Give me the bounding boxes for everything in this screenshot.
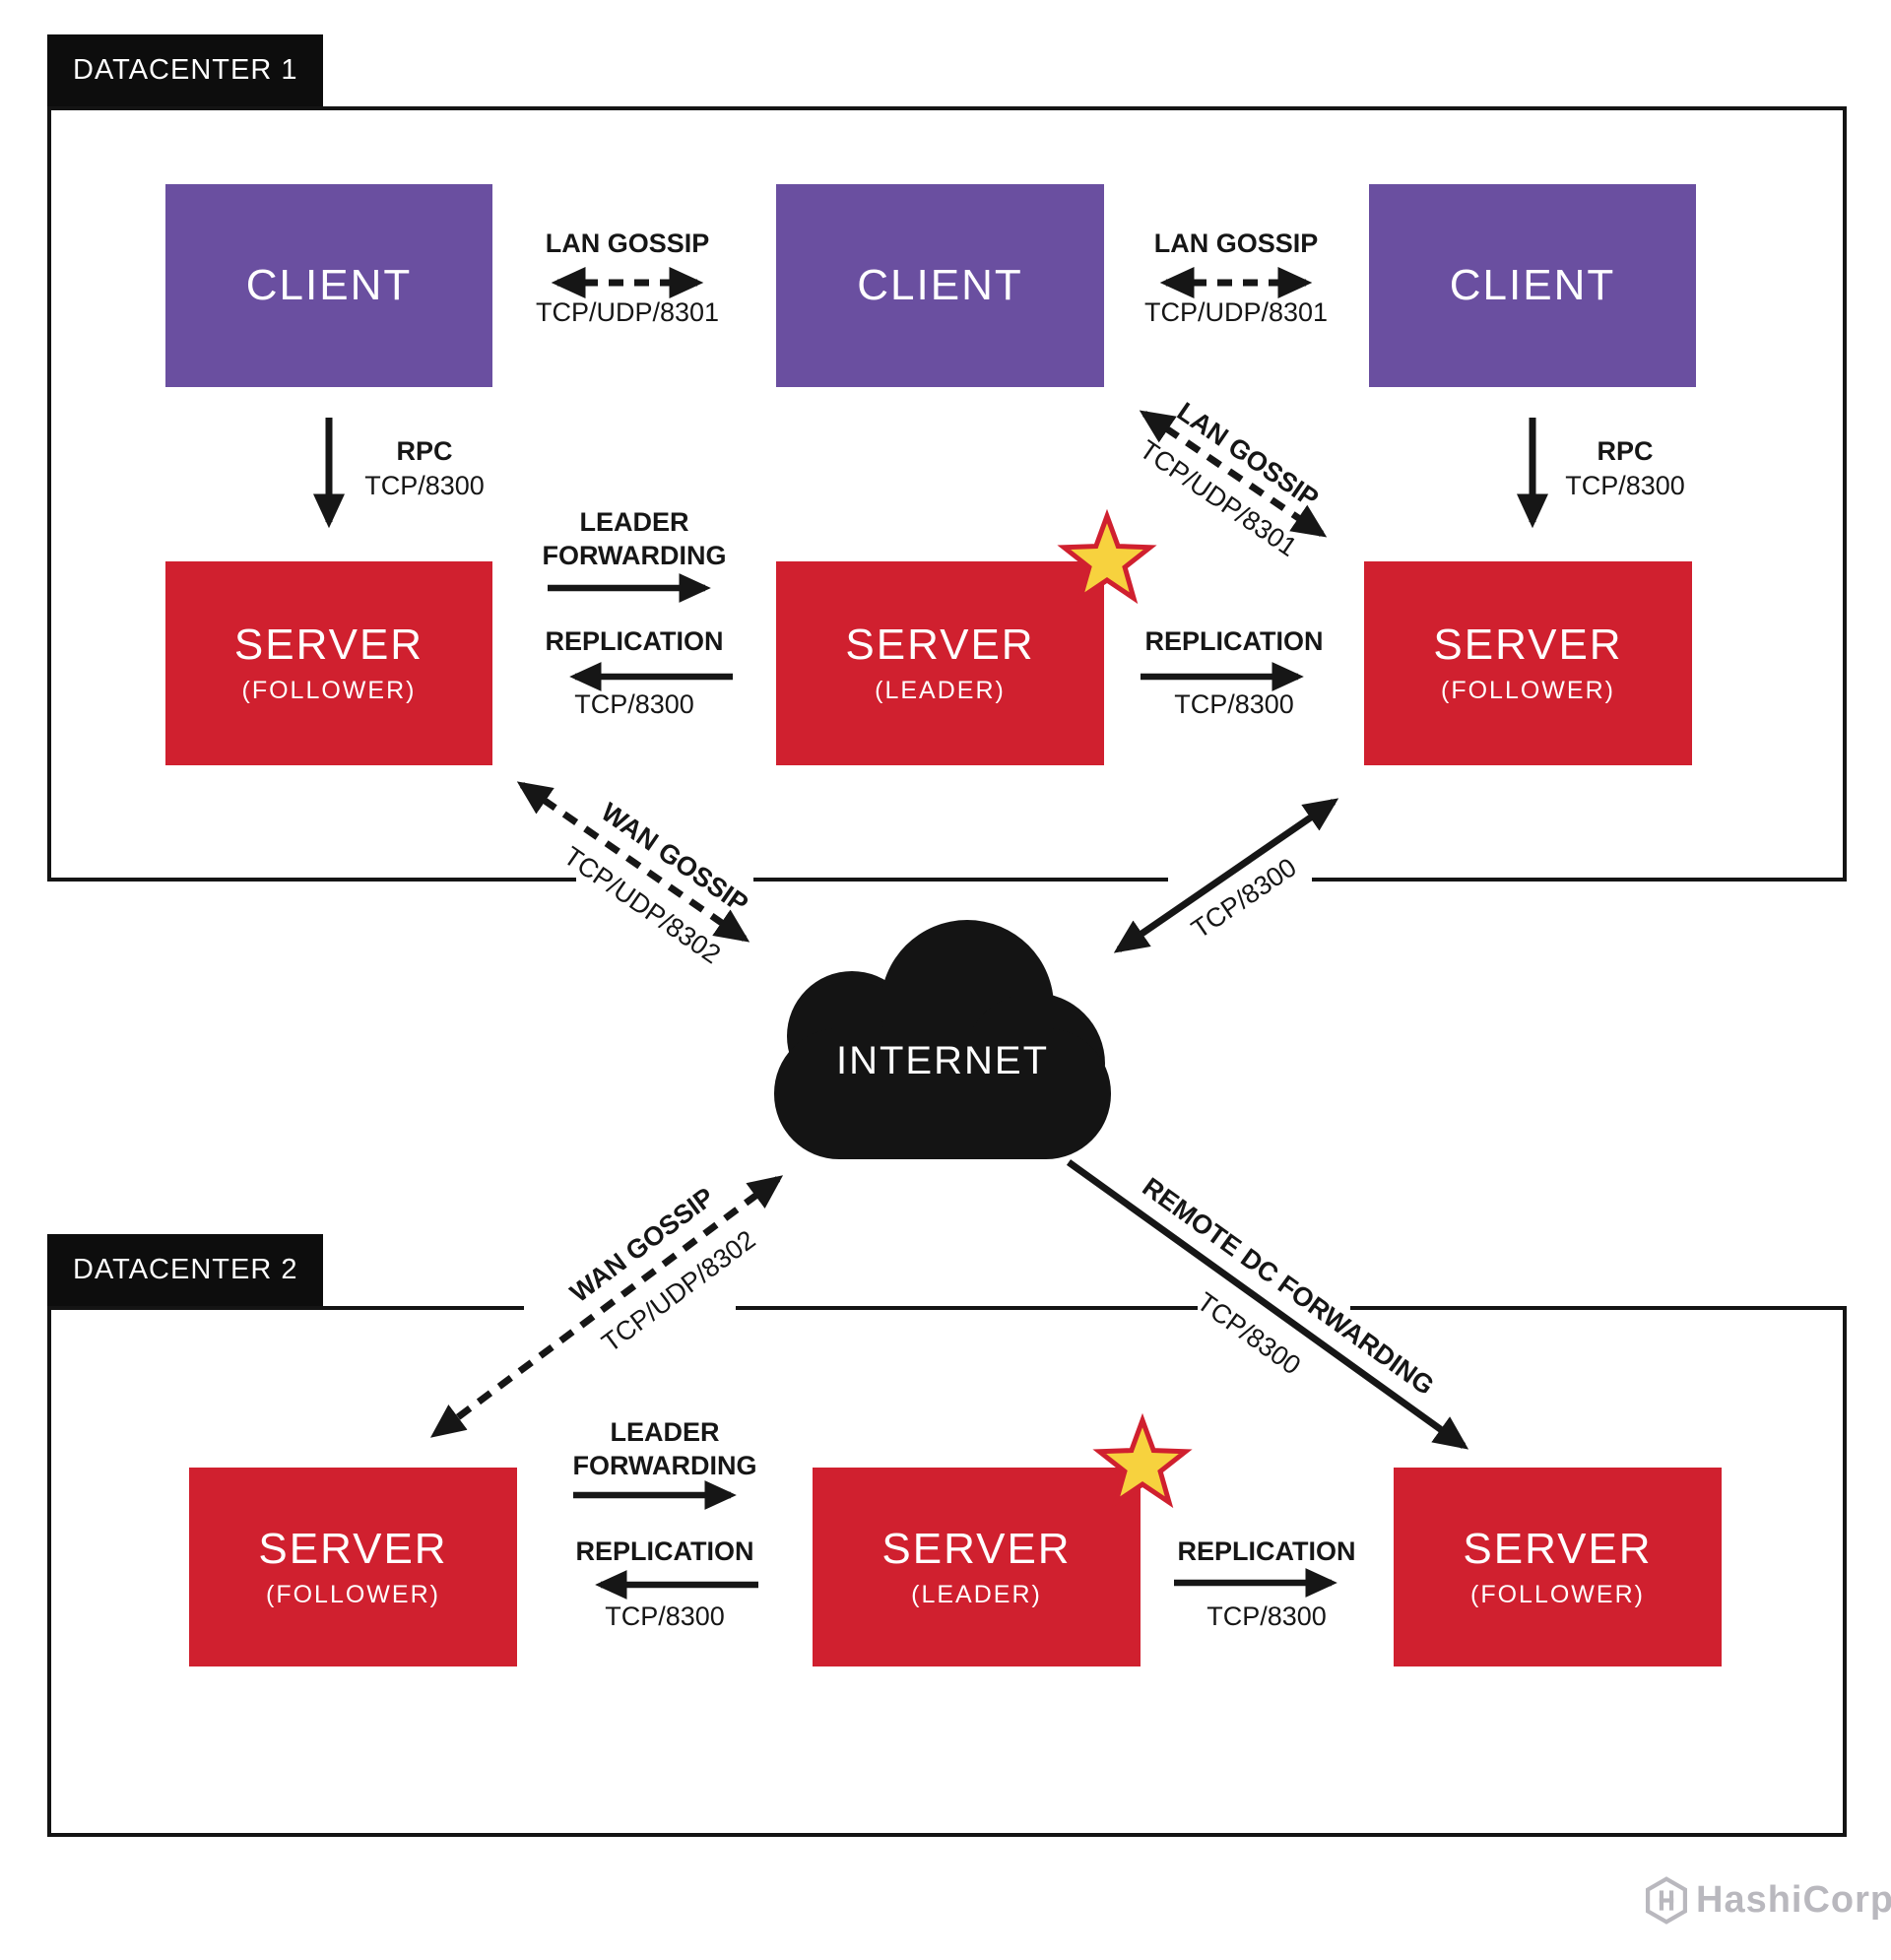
leader-forwarding-line1-dc1: LEADER <box>579 507 689 537</box>
rpc-label-right: RPC <box>1597 436 1654 466</box>
server-title: SERVER <box>881 1524 1072 1573</box>
dc1-server-follower-left: SERVER (FOLLOWER) <box>165 561 492 765</box>
hashicorp-logo-icon <box>1646 1876 1688 1925</box>
server-role: (FOLLOWER) <box>1441 677 1615 704</box>
server-title: SERVER <box>1463 1524 1653 1573</box>
client-title: CLIENT <box>245 261 413 309</box>
datacenter2-boundary <box>47 1306 1847 1837</box>
dc2-server-leader: SERVER (LEADER) <box>813 1468 1141 1666</box>
server-title: SERVER <box>845 621 1035 669</box>
server-title: SERVER <box>233 621 424 669</box>
dc1-client-1: CLIENT <box>165 184 492 387</box>
replication-port-dc1-right: TCP/8300 <box>1174 689 1294 719</box>
replication-port-dc2-right: TCP/8300 <box>1206 1601 1327 1631</box>
dc1-server-leader: SERVER (LEADER) <box>776 561 1104 765</box>
rpc-port-left: TCP/8300 <box>364 471 485 500</box>
server-role: (FOLLOWER) <box>266 1580 440 1608</box>
client-title: CLIENT <box>857 261 1023 309</box>
internet-cloud-icon: INTERNET <box>774 920 1111 1159</box>
dc2-server-follower-left: SERVER (FOLLOWER) <box>189 1468 517 1666</box>
replication-label-dc2-left: REPLICATION <box>575 1536 754 1566</box>
server-title: SERVER <box>258 1524 448 1573</box>
replication-port-dc2-left: TCP/8300 <box>605 1601 725 1631</box>
datacenter2-label: DATACENTER 2 <box>47 1234 324 1306</box>
dc1-client-2: CLIENT <box>776 184 1104 387</box>
rpc-label-left: RPC <box>396 436 453 466</box>
client-title: CLIENT <box>1449 261 1616 309</box>
dc1-server-follower-right: SERVER (FOLLOWER) <box>1364 561 1692 765</box>
server-role: (LEADER) <box>911 1580 1042 1608</box>
hashicorp-wordmark: HashiCorp <box>1696 1879 1891 1921</box>
replication-label-dc1-left: REPLICATION <box>545 626 724 656</box>
datacenter1-label: DATACENTER 1 <box>47 34 324 106</box>
replication-label-dc2-right: REPLICATION <box>1177 1536 1356 1566</box>
server-role: (LEADER) <box>875 677 1006 704</box>
dc2-server-follower-right: SERVER (FOLLOWER) <box>1394 1468 1722 1666</box>
lan-gossip-label-1: LAN GOSSIP <box>545 229 710 258</box>
dc1-client-3: CLIENT <box>1369 184 1696 387</box>
server-role: (FOLLOWER) <box>241 677 417 704</box>
lan-gossip-label-2: LAN GOSSIP <box>1153 229 1319 258</box>
replication-label-dc1-right: REPLICATION <box>1144 626 1324 656</box>
rpc-port-right: TCP/8300 <box>1565 471 1685 500</box>
wan-gossip-dc2-label: WAN GOSSIP <box>564 1182 719 1308</box>
internet-label: INTERNET <box>836 1039 1049 1082</box>
replication-port-dc1-left: TCP/8300 <box>574 689 694 719</box>
lan-gossip-port-1: TCP/UDP/8301 <box>535 297 720 327</box>
leader-forwarding-line1-dc2: LEADER <box>610 1417 720 1447</box>
lan-gossip-port-2: TCP/UDP/8301 <box>1143 297 1329 327</box>
server-role: (FOLLOWER) <box>1470 1580 1645 1608</box>
leader-forwarding-line2-dc1: FORWARDING <box>542 541 727 570</box>
datacenter1-boundary <box>47 106 1847 882</box>
server-title: SERVER <box>1433 621 1623 669</box>
leader-forwarding-line2-dc2: FORWARDING <box>572 1451 757 1480</box>
